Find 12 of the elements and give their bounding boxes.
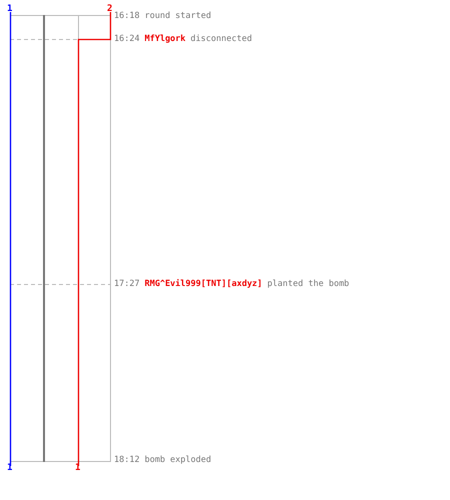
event-text: disconnected [190, 34, 252, 44]
timestamp: 16:18 [114, 11, 140, 21]
timestamp: 18:12 [114, 455, 140, 465]
timestamp: 16:24 [114, 34, 140, 44]
player-name: MfYlgork [144, 34, 186, 44]
event-text: round started [144, 11, 212, 21]
event-text: bomb exploded [144, 455, 212, 465]
player-name: RMG^Evil999[TNT][axdyz] [144, 279, 262, 289]
timestamp: 17:27 [114, 279, 140, 289]
player-count: 1 [7, 5, 12, 14]
event-text: planted the bomb [267, 279, 350, 289]
player-count: 2 [107, 5, 112, 14]
